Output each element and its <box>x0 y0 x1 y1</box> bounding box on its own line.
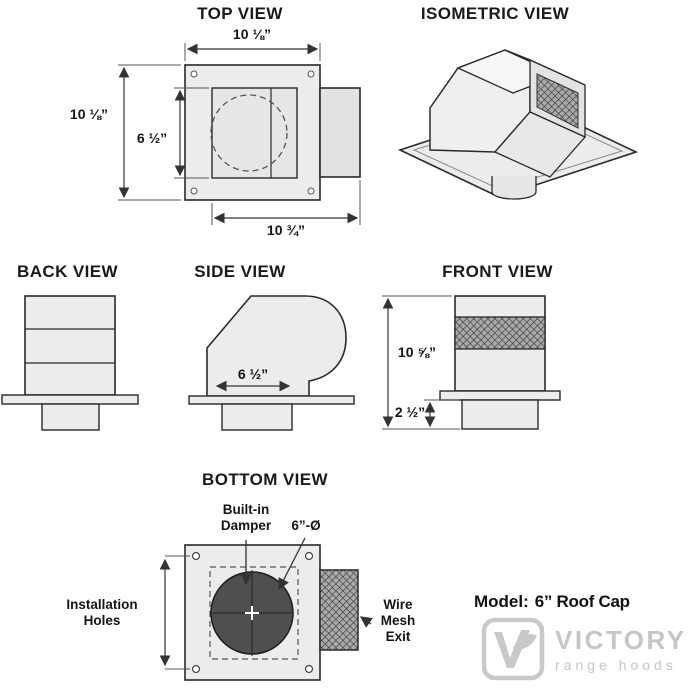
damper-center-cross <box>245 606 259 620</box>
label-installation-holes: Installation Holes <box>66 597 138 628</box>
top-view-drawing <box>118 43 361 225</box>
brand-text: VICTORY range hoods <box>555 627 687 672</box>
dim-left-height: 10 ⅛” <box>69 106 109 122</box>
top-view-duct <box>319 87 361 178</box>
side-view-title: SIDE VIEW <box>194 262 286 281</box>
install-holes-leaders <box>165 555 190 670</box>
front-view-duct <box>461 399 539 430</box>
bottom-view-title: BOTTOM VIEW <box>202 470 328 489</box>
model-line: Model: 6” Roof Cap <box>474 592 630 612</box>
label-duct-diameter: 6”-Ø <box>291 518 321 533</box>
front-view-drawing <box>382 295 561 430</box>
front-view-dim-lines <box>382 295 460 430</box>
dim-top-width: 10 ⅛” <box>232 26 272 42</box>
top-view-dim-arrows <box>118 43 359 224</box>
brand-tagline: range hoods <box>555 656 677 673</box>
dim-front-bottom: 2 ½” <box>394 404 426 420</box>
front-view-mesh-band <box>454 316 546 350</box>
diameter-leader-arrow <box>278 537 306 591</box>
mesh-exit-leader-arrow <box>359 616 373 628</box>
front-view-dim-arrows <box>382 297 436 428</box>
isometric-view-drawing <box>397 49 639 200</box>
dim-inner-height: 6 ½” <box>136 130 168 146</box>
dim-front-height: 10 ⅝” <box>397 344 437 360</box>
model-value: 6” Roof Cap <box>534 592 630 611</box>
side-view-duct <box>221 403 293 431</box>
top-view-screw-holes <box>190 70 315 195</box>
back-view-title: BACK VIEW <box>17 262 118 281</box>
top-view-hood-body <box>211 87 298 179</box>
model-label: Model: <box>474 592 529 611</box>
iso-duct-collar <box>491 176 537 200</box>
isometric-view-title: ISOMETRIC VIEW <box>420 4 570 23</box>
back-view-drawing <box>1 295 139 431</box>
back-view-duct <box>41 403 100 431</box>
top-view-duct-circle-hidden <box>210 94 288 172</box>
back-view-body <box>24 295 116 396</box>
bottom-view-hidden-outline <box>209 566 299 660</box>
iso-wire-mesh <box>536 73 579 129</box>
dim-side-width: 6 ½” <box>237 366 269 382</box>
bottom-view-drawing <box>159 537 373 681</box>
side-view-drawing <box>188 295 355 431</box>
label-built-in-damper: Built-in Damper <box>220 502 272 533</box>
side-view-profile <box>206 295 347 397</box>
back-view-flange <box>1 394 139 405</box>
label-wire-mesh-exit: Wire Mesh Exit <box>380 597 416 644</box>
victory-v-leaf-icon <box>481 617 545 681</box>
bottom-view-screw-holes <box>191 551 314 674</box>
dim-bottom-width: 10 ¾” <box>266 222 306 238</box>
top-view-dim-lines <box>118 43 361 225</box>
front-view-flange <box>439 390 561 401</box>
bottom-view-mesh-duct <box>319 569 359 651</box>
side-view-flange <box>188 395 355 405</box>
brand-watermark: VICTORY range hoods <box>480 616 687 682</box>
brand-name: VICTORY <box>555 624 687 655</box>
top-view-title: TOP VIEW <box>197 4 283 23</box>
front-view-title: FRONT VIEW <box>442 262 553 281</box>
